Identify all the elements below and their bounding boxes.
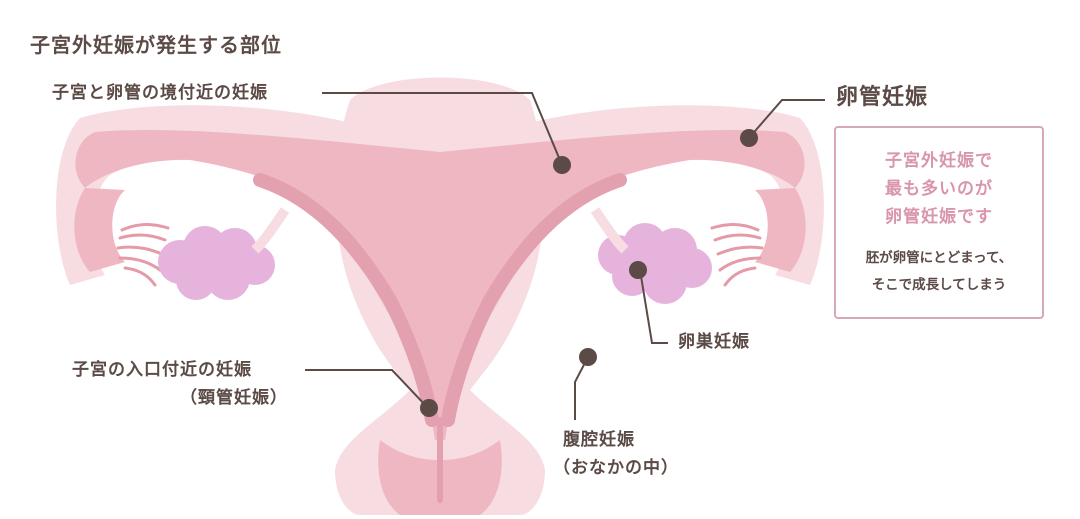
- label-abdominal-line2: （おなかの中）: [553, 456, 679, 480]
- info-body-line2: そこで成長してしまう: [836, 273, 1042, 297]
- ligament-left: [255, 210, 285, 250]
- label-boundary: 子宮と卵管の境付近の妊娠: [52, 81, 268, 105]
- label-tubal: 卵管妊娠: [836, 86, 928, 110]
- info-heading-line1: 子宮外妊娠で: [836, 148, 1042, 174]
- label-cervical-line2: （頸管妊娠）: [180, 386, 288, 410]
- fimbriae-right: [712, 225, 762, 286]
- ovary-left: [158, 226, 275, 300]
- info-heading-line2: 最も多いのが: [836, 176, 1042, 202]
- label-cervical-line1: 子宮の入口付近の妊娠: [72, 358, 252, 382]
- leader-abdominal: [575, 357, 588, 420]
- info-body-line1: 胚が卵管にとどまって、: [836, 246, 1042, 270]
- info-heading-line3: 卵管妊娠です: [836, 204, 1042, 230]
- info-box: 子宮外妊娠で 最も多いのが 卵管妊娠です 胚が卵管にとどまって、 そこで成長して…: [834, 126, 1044, 319]
- dot-boundary: [553, 156, 571, 174]
- dot-tubal: [740, 129, 758, 147]
- diagram-title: 子宮外妊娠が発生する部位: [30, 33, 282, 57]
- label-ovarian: 卵巣妊娠: [678, 330, 750, 354]
- label-abdominal-line1: 腹腔妊娠: [563, 428, 635, 452]
- dot-cervical: [420, 399, 438, 417]
- dot-ovarian: [629, 261, 647, 279]
- dot-abdominal: [579, 348, 597, 366]
